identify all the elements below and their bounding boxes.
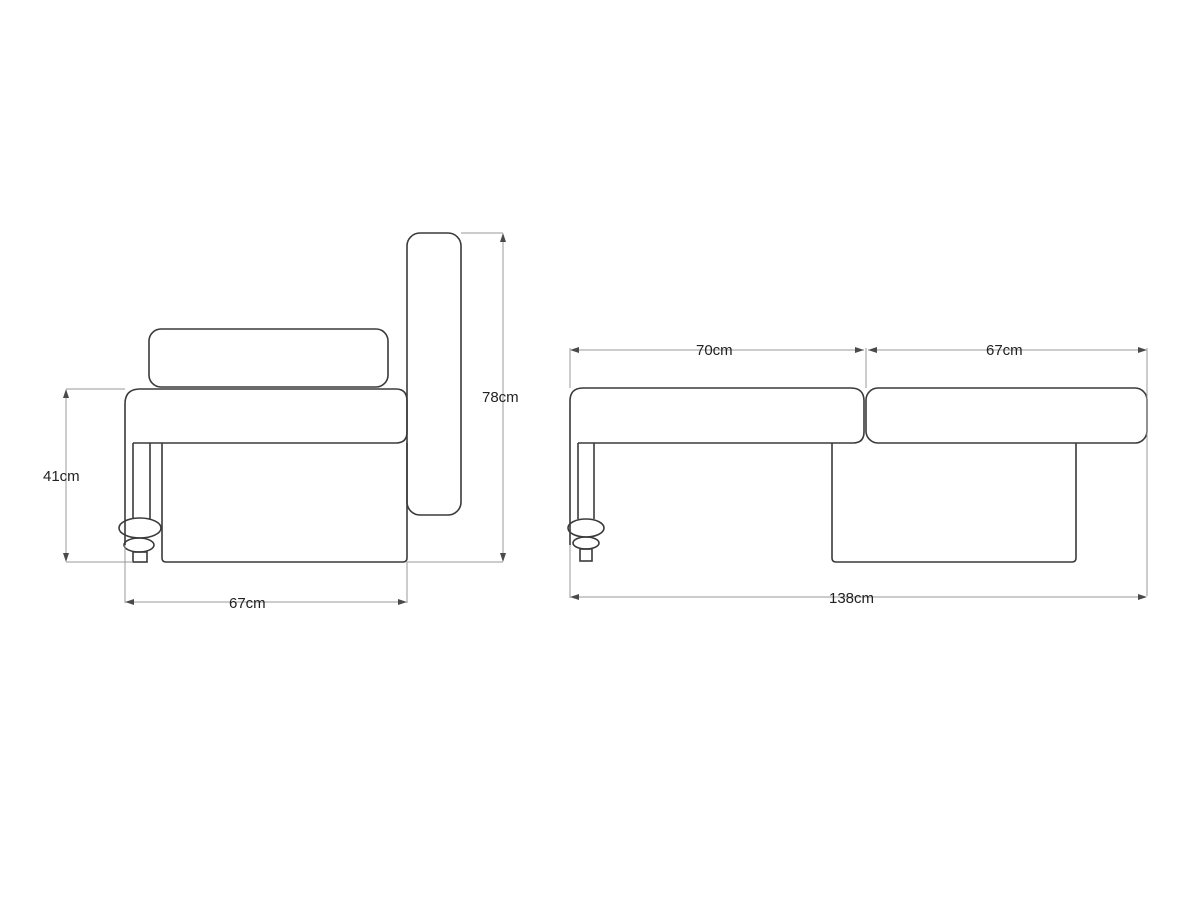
seat-height-label: 41cm bbox=[43, 468, 80, 485]
foot-disc-upper bbox=[567, 518, 605, 538]
depth-label: 67cm bbox=[229, 595, 266, 612]
base-box bbox=[831, 443, 1077, 563]
foot-peg bbox=[579, 548, 593, 562]
foot-disc-lower bbox=[123, 537, 155, 553]
foot-peg bbox=[132, 551, 148, 563]
foot-disc-lower bbox=[572, 536, 600, 550]
seat-cushion bbox=[124, 388, 408, 545]
right-cushion bbox=[865, 387, 1148, 444]
total-height-label: 78cm bbox=[482, 389, 519, 406]
base-box bbox=[161, 443, 408, 563]
left-cushion bbox=[569, 387, 865, 545]
extended-view: 70cm 67cm 138cm bbox=[567, 342, 1148, 607]
back-cushion bbox=[148, 328, 389, 388]
seated-view: 41cm 78cm 67cm bbox=[43, 232, 519, 612]
right-section-label: 67cm bbox=[986, 342, 1023, 359]
left-section-label: 70cm bbox=[696, 342, 733, 359]
backrest-cushion bbox=[406, 232, 462, 516]
total-length-label: 138cm bbox=[829, 590, 874, 607]
